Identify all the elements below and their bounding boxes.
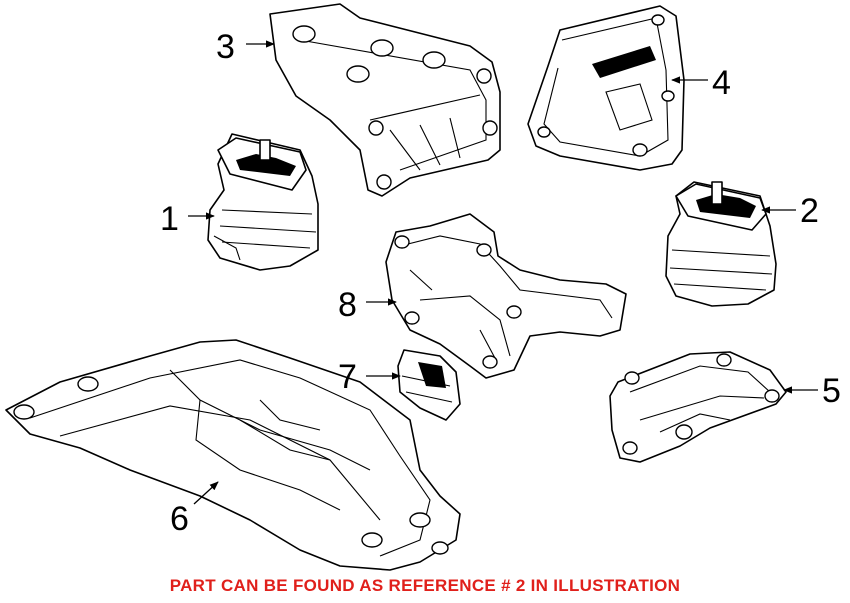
callout-4: 4 <box>712 64 731 102</box>
callout-3: 3 <box>216 28 235 66</box>
part-3-upper-bracket <box>269 3 501 197</box>
callout-8: 8 <box>338 286 357 324</box>
reference-caption: PART CAN BE FOUND AS REFERENCE # 2 IN IL… <box>169 576 681 595</box>
part-7-small-mount <box>397 349 461 421</box>
leader-6 <box>193 481 219 505</box>
part-6-crossmember <box>5 339 461 571</box>
part-8-transmission-bracket <box>385 213 627 379</box>
part-5-lower-bracket <box>609 351 787 463</box>
callout-7: 7 <box>338 358 357 396</box>
part-2-engine-mount <box>665 181 777 307</box>
callout-2: 2 <box>800 192 819 230</box>
part-4-side-bracket <box>527 5 685 171</box>
callout-6: 6 <box>170 500 189 538</box>
part-1-engine-mount <box>207 133 319 271</box>
callout-5: 5 <box>822 372 841 410</box>
callout-1: 1 <box>160 200 179 238</box>
